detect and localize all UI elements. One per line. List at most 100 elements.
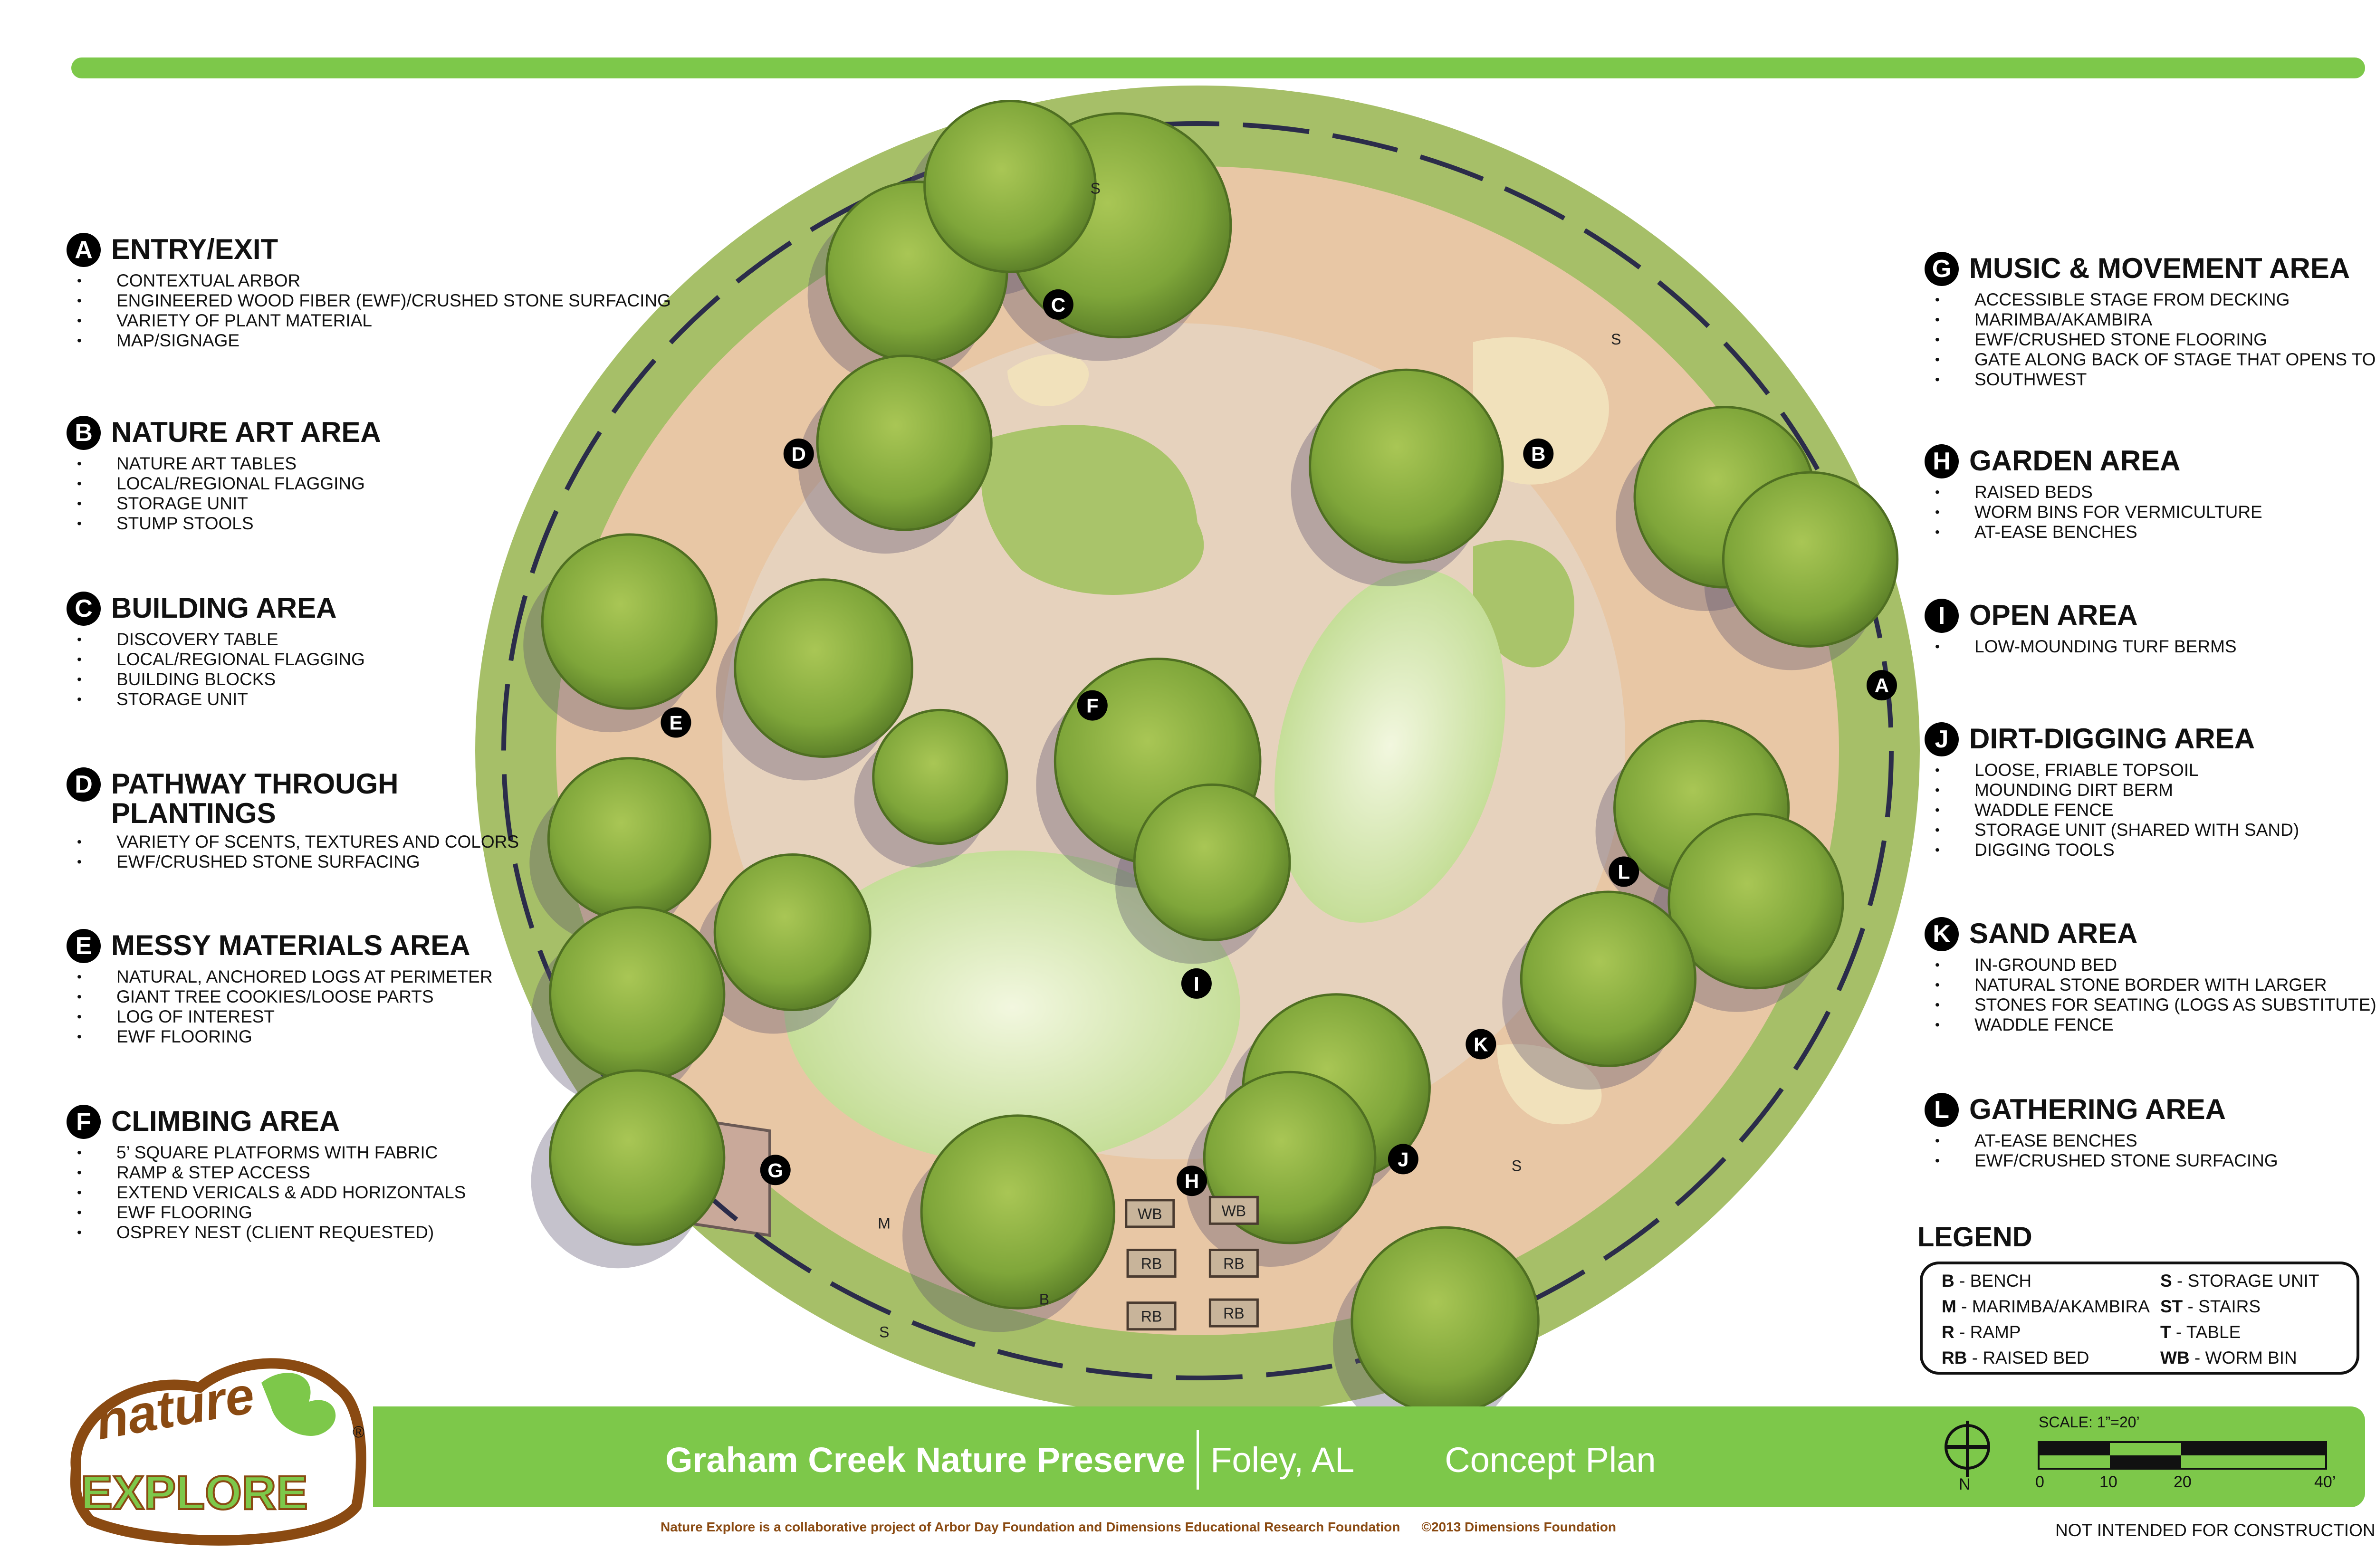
section-item: LOW-MOUNDING TURF BERMS [1925, 637, 2237, 657]
map-marker-letter: H [1185, 1170, 1199, 1192]
map-symbol-label: S [879, 1323, 889, 1340]
map-symbol: WB [1208, 1195, 1259, 1225]
legend-item: ST - STAIRS [2160, 1297, 2360, 1322]
project-title: Graham Creek Nature Preserve [665, 1440, 1186, 1480]
section-title: ENTRY/EXIT [111, 233, 278, 265]
tree-canopy [734, 578, 913, 758]
map-marker-c: C [1043, 289, 1073, 320]
section-title: BUILDING AREA [111, 592, 337, 624]
scale-tick: 20 [2174, 1473, 2192, 1491]
area-section-f: F CLIMBING AREA 5’ SQUARE PLATFORMS WITH F… [67, 1105, 466, 1243]
section-item: STORAGE UNIT [67, 494, 381, 514]
tree-canopy [713, 853, 872, 1011]
section-heading: A ENTRY/EXIT [67, 233, 671, 267]
area-letter-badge: B [67, 416, 101, 450]
section-title: OPEN AREA [1969, 599, 2138, 631]
tree-canopy [1351, 1226, 1540, 1415]
area-letter-badge: J [1925, 722, 1959, 756]
legend-code: B [1942, 1271, 1954, 1291]
map-marker-f: F [1077, 690, 1108, 721]
section-item: AT-EASE BENCHES [1925, 1131, 2278, 1151]
section-item: EWF/CRUSHED STONE SURFACING [1925, 1151, 2278, 1171]
map-marker-letter: F [1086, 695, 1099, 717]
section-items: AT-EASE BENCHESEWF/CRUSHED STONE SURFACI… [1925, 1131, 2278, 1171]
section-items: VARIETY OF SCENTS, TEXTURES AND COLORSEW… [67, 832, 539, 872]
section-item: WORM BINS FOR VERMICULTURE [1925, 502, 2262, 522]
tree-canopy [1667, 813, 1844, 990]
map-symbol: RB [1208, 1298, 1259, 1328]
map-symbol: B [1039, 1291, 1049, 1308]
section-item: STONES FOR SEATING (LOGS AS SUBSTITUTE) [1925, 995, 2376, 1015]
map-symbol-label: RB [1223, 1255, 1244, 1272]
scale-label: SCALE: 1”=20’ [2039, 1414, 2140, 1431]
map-symbol: RB [1126, 1249, 1177, 1278]
legend-code: S [2160, 1271, 2172, 1291]
area-letter-badge: F [67, 1105, 101, 1139]
legend-title: LEGEND [1917, 1222, 2032, 1252]
section-item: VARIETY OF SCENTS, TEXTURES AND COLORS [67, 832, 539, 852]
section-item: RAMP & STEP ACCESS [67, 1163, 466, 1183]
section-item: NATURAL, ANCHORED LOGS AT PERIMETER [67, 967, 493, 987]
section-item: 5’ SQUARE PLATFORMS WITH FABRIC [67, 1143, 466, 1163]
map-symbol-label: WB [1222, 1202, 1246, 1219]
section-item: EWF FLOORING [67, 1027, 493, 1047]
legend-label: - RAMP [1954, 1322, 2021, 1342]
area-letter-badge: I [1925, 599, 1959, 633]
legend-code: R [1942, 1322, 1954, 1342]
section-item: VARIETY OF PLANT MATERIAL [67, 311, 671, 331]
area-letter-badge: G [1925, 252, 1959, 286]
map-marker-l: L [1609, 856, 1639, 887]
section-items: NATURAL, ANCHORED LOGS AT PERIMETERGIANT… [67, 967, 493, 1047]
legend-item: RB - RAISED BED [1942, 1348, 2160, 1374]
section-title: DIRT-DIGGING AREA [1969, 723, 2255, 755]
section-item: BUILDING BLOCKS [67, 669, 365, 689]
legend-item: M - MARIMBA/AKAMBIRA [1942, 1297, 2160, 1322]
map-marker-d: D [783, 438, 814, 469]
legend-label: - WORM BIN [2189, 1348, 2297, 1367]
tree-canopy [1722, 471, 1899, 648]
tree-canopy [1133, 783, 1291, 941]
title-divider [1197, 1430, 1199, 1490]
nature-explore-logo: nature EXPLORE [67, 1349, 371, 1554]
legend-code: M [1942, 1297, 1956, 1316]
north-arrow-icon [1945, 1421, 1990, 1477]
legend-code: T [2160, 1322, 2171, 1342]
section-title: CLIMBING AREA [111, 1105, 340, 1137]
section-items: 5’ SQUARE PLATFORMS WITH FABRICRAMP & ST… [67, 1143, 466, 1243]
map-marker-b: B [1523, 438, 1554, 469]
map-marker-k: K [1466, 1029, 1496, 1060]
map-marker-letter: D [792, 443, 806, 465]
title-bar [373, 1406, 2365, 1507]
section-item: LOOSE, FRIABLE TOPSOIL [1925, 760, 2299, 780]
map-marker-j: J [1388, 1144, 1418, 1175]
area-letter-badge: A [67, 233, 101, 267]
plan-type: Concept Plan [1445, 1440, 1656, 1480]
section-item: IN-GROUND BED [1925, 955, 2376, 975]
section-item: DISCOVERY TABLE [67, 630, 365, 650]
section-item: AT-EASE BENCHES [1925, 522, 2262, 542]
tree-canopy [549, 1069, 726, 1246]
scale-bar [2038, 1441, 2327, 1470]
map-symbol-label: M [878, 1214, 891, 1232]
section-item: EWF FLOORING [67, 1203, 466, 1223]
area-section-a: A ENTRY/EXIT CONTEXTUAL ARBORENGINEERED WO… [67, 233, 671, 351]
legend-label: - RAISED BED [1967, 1348, 2089, 1367]
section-items: CONTEXTUAL ARBORENGINEERED WOOD FIBER (E… [67, 271, 671, 351]
section-items: IN-GROUND BEDNATURAL STONE BORDER WITH L… [1925, 955, 2376, 1035]
map-marker-i: I [1181, 968, 1212, 999]
section-items: DISCOVERY TABLELOCAL/REGIONAL FLAGGINGBU… [67, 630, 365, 709]
section-title: GATHERING AREA [1969, 1093, 2226, 1125]
legend-code: ST [2160, 1297, 2183, 1316]
section-items: LOOSE, FRIABLE TOPSOILMOUNDING DIRT BERM… [1925, 760, 2299, 860]
legend-label: - STAIRS [2183, 1297, 2261, 1316]
legend-item: S - STORAGE UNIT [2160, 1271, 2360, 1297]
map-symbol-label: B [1039, 1291, 1049, 1308]
section-heading: F CLIMBING AREA [67, 1105, 466, 1139]
